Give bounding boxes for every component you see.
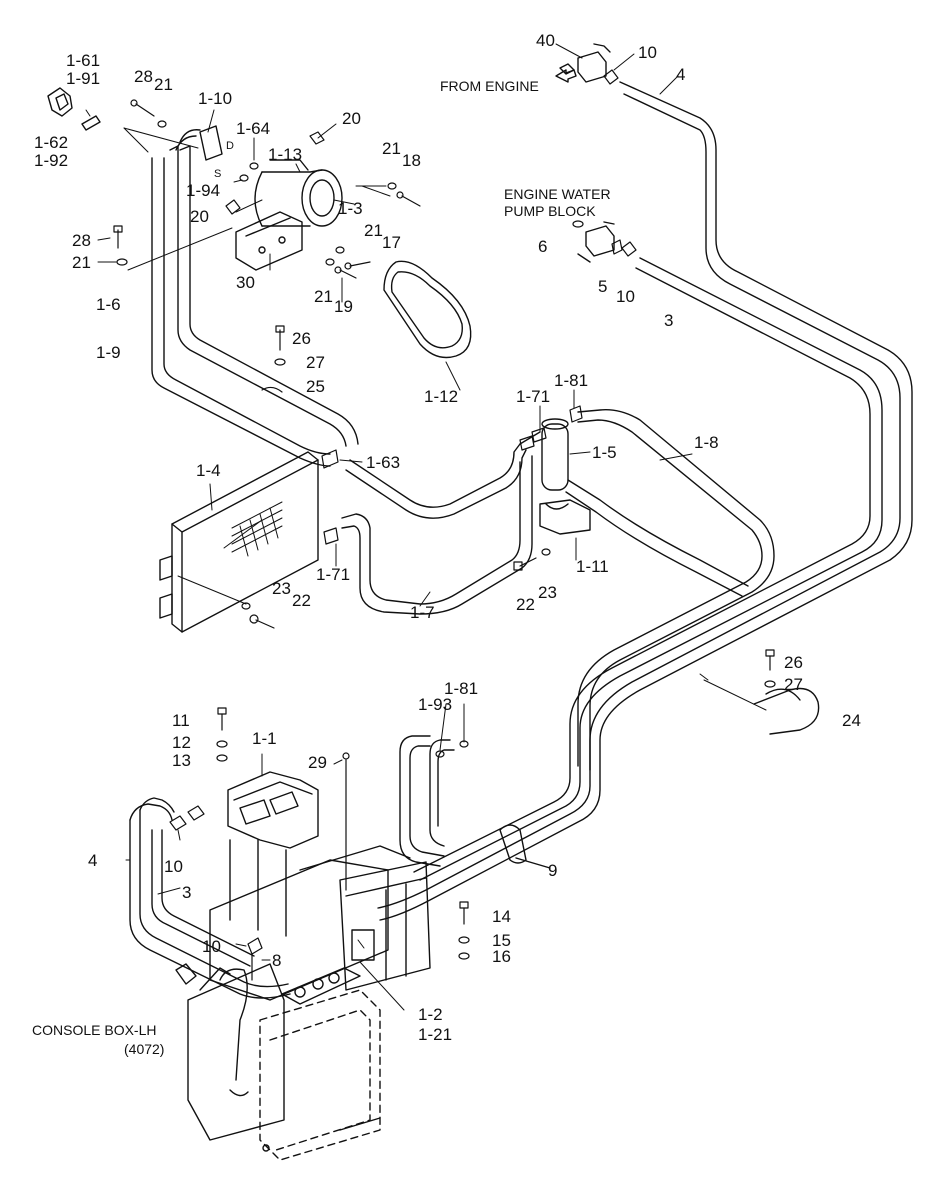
part-label-1-8: 1-8 [694,433,719,452]
valve-s-mark: S [214,168,222,180]
fasteners [113,69,776,981]
part-label-10: 10 [616,287,635,306]
part-label-16: 16 [492,947,511,966]
part-label-18: 18 [402,151,421,170]
part-label-23: 23 [272,579,291,598]
part-label-1-12: 1-12 [424,387,459,406]
part-label-1-9: 1-9 [96,343,121,362]
part-label-27: 27 [306,353,325,372]
part-label-22: 22 [516,595,535,614]
engine-water-caption-1: ENGINE WATER [504,186,611,202]
part-label-1-71: 1-71 [516,387,551,406]
part-label-5: 5 [598,277,608,296]
part-label-27: 27 [784,675,803,694]
hose-return [345,431,541,519]
part-label-29: 29 [308,753,327,772]
part-label-20: 20 [190,207,209,226]
part-label-1-63: 1-63 [366,453,401,472]
part-label-12: 12 [172,733,191,752]
hose-4 [377,81,913,921]
part-label-1-61: 1-61 [66,51,101,70]
part-label-26: 26 [784,653,803,672]
part-label-1-6: 1-6 [96,295,121,314]
part-label-1-3: 1-3 [338,199,363,218]
part-label-1-94: 1-94 [186,181,221,200]
part-label-8: 8 [272,951,282,970]
part-label-1-93: 1-93 [418,695,453,714]
part-label-14: 14 [492,907,511,926]
heater-core-1-4 [159,451,319,633]
part-label-3: 3 [664,311,674,330]
part-label-23: 23 [538,583,557,602]
hose-1-6-1-9 [151,145,359,467]
part-label-1-92: 1-92 [34,151,69,170]
part-label-30: 30 [236,273,255,292]
clamp-24 [753,687,820,735]
part-label-21: 21 [364,221,383,240]
valve-d-mark: D [226,140,234,152]
part-label-1-1: 1-1 [252,729,277,748]
part-label-6: 6 [538,237,548,256]
part-label-19: 19 [334,297,353,316]
part-label-40: 40 [536,31,555,50]
part-label-1-64: 1-64 [236,119,271,138]
clamp-9 [499,824,551,869]
valve-1-5 [539,418,591,535]
part-label-1-5: 1-5 [592,443,617,462]
engine-water-caption-2: PUMP BLOCK [504,203,596,219]
water-valve-5 [577,221,615,263]
part-label-13: 13 [172,751,191,770]
hose-1-8 [577,409,775,771]
part-label-1-71: 1-71 [316,565,351,584]
part-label-20: 20 [342,109,361,128]
from-engine-caption: FROM ENGINE [440,78,539,94]
part-label-1-91: 1-91 [66,69,101,88]
part-label-3: 3 [182,883,192,902]
valve-1-10 [175,125,223,161]
part-label-4: 4 [676,65,686,84]
part-label-9: 9 [548,861,558,880]
part-label-25: 25 [306,377,325,396]
console-box [175,963,381,1161]
part-label-1-13: 1-13 [268,145,303,164]
part-label-21: 21 [154,75,173,94]
part-label-28: 28 [72,231,91,250]
nut-1-62 [47,87,73,117]
part-label-10: 10 [202,937,221,956]
part-label-28: 28 [134,67,153,86]
part-label-1-62: 1-62 [34,133,69,152]
part-label-15: 15 [492,931,511,950]
compressor-1-3 [235,159,343,271]
hose-lower-left [129,797,291,999]
part-label-1-11: 1-11 [576,557,609,576]
hose-3 [413,257,883,881]
part-label-26: 26 [292,329,311,348]
part-label-1-21: 1-21 [418,1025,453,1044]
from-engine-arrow [555,69,577,83]
leader-lines [85,43,767,1011]
part-label-21: 21 [314,287,333,306]
console-box-number: (4072) [124,1041,165,1057]
hose-lower [399,735,455,867]
part-label-10: 10 [638,43,657,62]
part-label-10: 10 [164,857,183,876]
part-label-17: 17 [382,233,401,252]
part-label-21: 21 [382,139,401,158]
console-box-caption: CONSOLE BOX-LH [32,1022,157,1038]
part-label-21: 21 [72,253,91,272]
part-label-4: 4 [88,851,98,870]
part-label-1-7: 1-7 [410,603,435,622]
belt-1-12 [383,260,472,359]
fitting-1-61 [81,115,101,131]
part-label-11: 11 [172,711,190,730]
part-label-1-81: 1-81 [444,679,479,698]
part-label-24: 24 [842,711,861,730]
part-label-1-4: 1-4 [196,461,221,480]
part-label-1-81: 1-81 [554,371,589,390]
part-label-22: 22 [292,591,311,610]
part-label-1-10: 1-10 [198,89,233,108]
part-label-1-2: 1-2 [418,1005,443,1024]
